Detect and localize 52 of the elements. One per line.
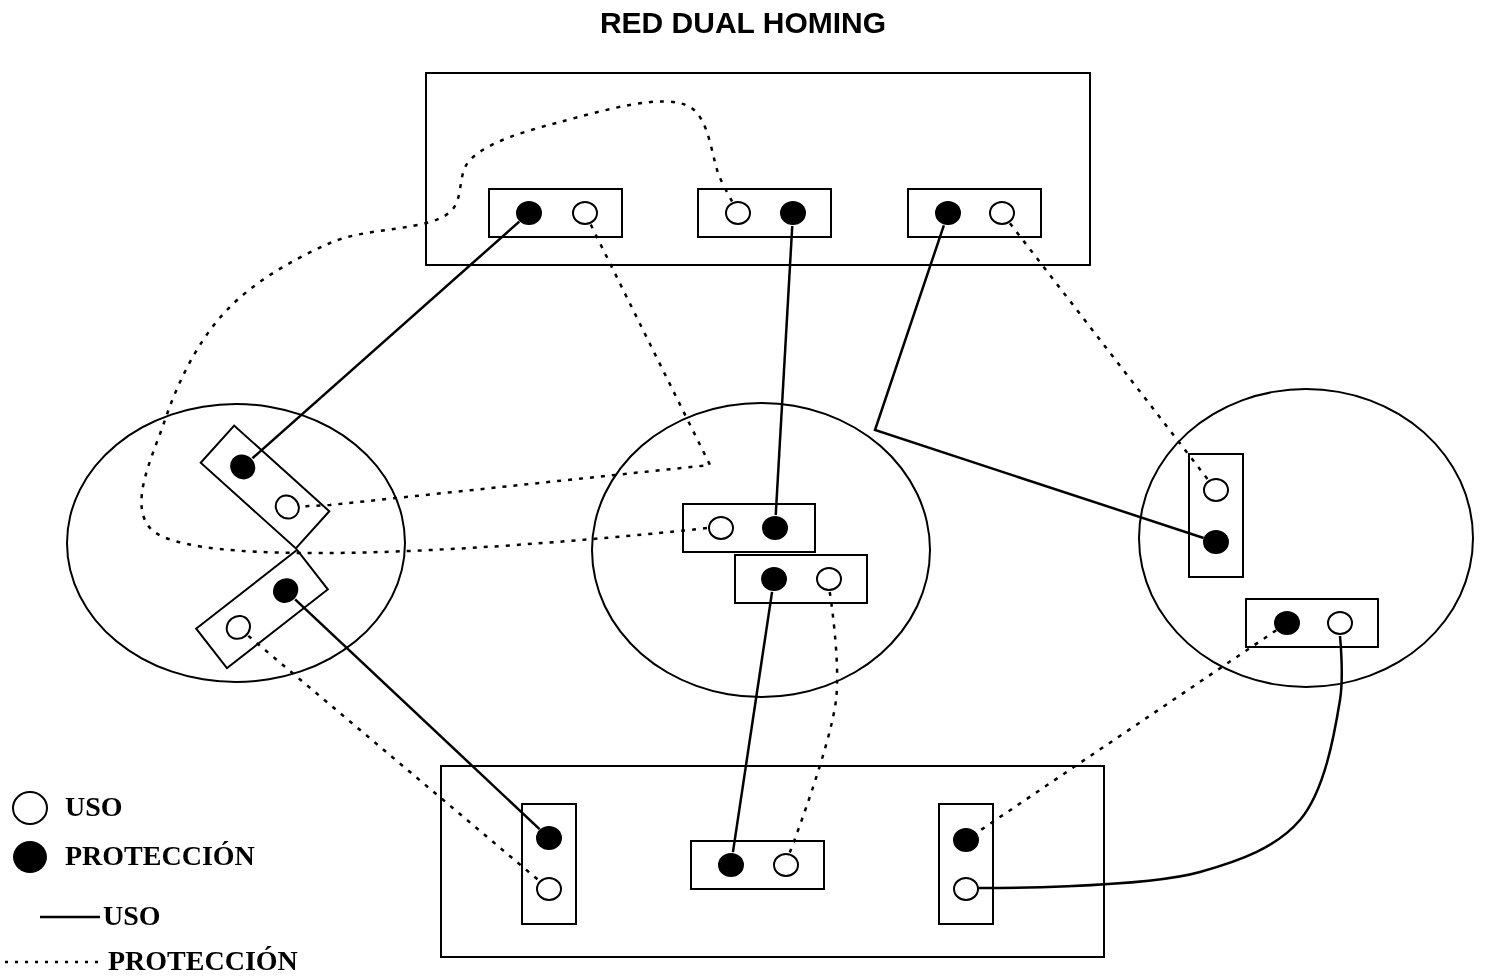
legend-label: USO [103, 900, 161, 932]
connector-line [731, 591, 774, 853]
port-box [194, 548, 330, 670]
open-circle [773, 853, 799, 877]
port-box [199, 424, 331, 550]
dashed-connector [140, 100, 734, 555]
port-box [487, 188, 623, 238]
open-circle [572, 201, 598, 225]
port-box [1188, 452, 1244, 578]
open-circle [536, 877, 562, 901]
open-circle [953, 877, 979, 901]
open-circle [989, 201, 1015, 225]
node-ellipse [591, 402, 931, 698]
legend-label: PROTECCIÓN [65, 840, 255, 872]
node-ellipse [66, 403, 406, 683]
filled-circle [718, 853, 744, 877]
port-box [682, 503, 816, 553]
filled-circle [1203, 530, 1229, 554]
port-box [906, 188, 1042, 238]
filled-circle [1274, 611, 1300, 635]
node-ellipse [1138, 388, 1474, 688]
frame-box [425, 72, 1091, 266]
legend-label: PROTECCIÓN [108, 945, 298, 977]
diagram-title: RED DUAL HOMING [598, 6, 888, 40]
filled-circle [780, 201, 806, 225]
dashed-connector [1008, 222, 1210, 481]
open-circle [708, 516, 734, 540]
connector-line [873, 224, 1205, 540]
dashed-connector [788, 591, 839, 853]
open-circle [1327, 611, 1353, 635]
connector-line [294, 598, 541, 830]
port-box [689, 840, 825, 890]
filled-circle [516, 201, 542, 225]
filled-circle [761, 567, 787, 591]
dashed-connector [247, 634, 540, 882]
open-circle [725, 201, 751, 225]
connector-line [978, 635, 1343, 890]
port-box [938, 803, 994, 925]
filled-circle [536, 826, 562, 850]
filled-circle [935, 201, 961, 225]
filled-circle [762, 516, 788, 540]
open-circle [1203, 478, 1229, 502]
frame-box [439, 764, 1105, 958]
connector-line [774, 225, 794, 516]
legend-label: USO [65, 791, 123, 823]
connector-line [251, 220, 521, 460]
port-box [1245, 598, 1379, 648]
port-box [521, 803, 577, 925]
port-box [734, 554, 868, 604]
open-circle [816, 567, 842, 591]
filled-circle [953, 828, 979, 852]
port-box [696, 188, 832, 238]
